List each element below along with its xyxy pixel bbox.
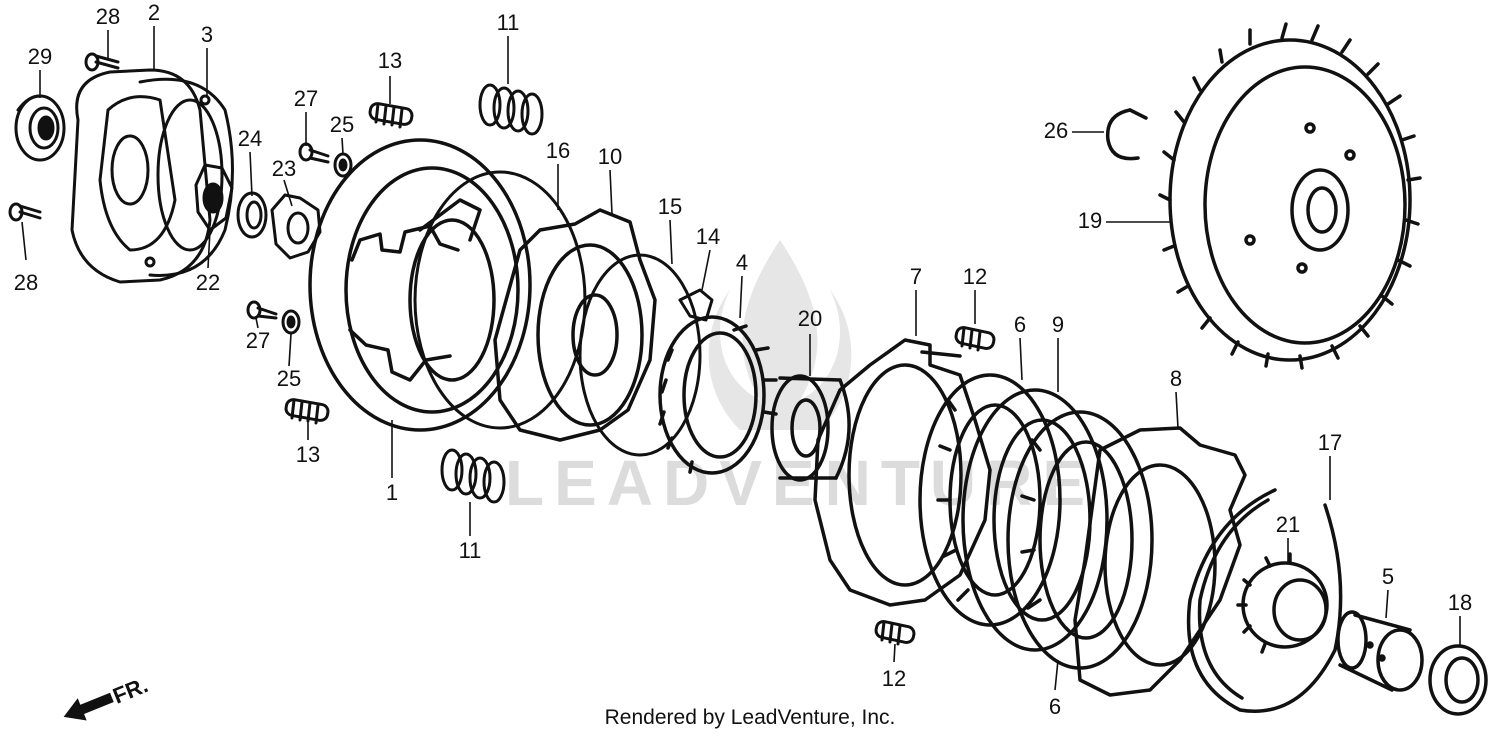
part-29-bearing[interactable] (14, 94, 66, 162)
callout-3: 3 (201, 22, 213, 47)
leader-lines (21, 26, 1461, 691)
callout-4: 4 (736, 250, 748, 275)
callout-14: 14 (696, 224, 720, 249)
callout-29: 29 (28, 44, 52, 69)
part-24-washer[interactable] (236, 191, 268, 239)
callout-21: 21 (1276, 512, 1300, 537)
part-26-circlip[interactable] (1105, 108, 1148, 161)
callout-23: 23 (272, 156, 296, 181)
part-14-clip[interactable] (678, 288, 714, 322)
callout-9: 9 (1052, 312, 1064, 337)
callout-12-upper: 12 (963, 264, 987, 289)
part-12-spring-lower[interactable] (874, 620, 916, 646)
part-15-ring[interactable] (578, 253, 702, 457)
callout-10: 10 (598, 144, 622, 169)
part-28-screw-upper[interactable] (84, 52, 120, 72)
callout-27-lower: 27 (246, 328, 270, 353)
callout-27-upper: 27 (294, 86, 318, 111)
part-21-gear[interactable] (1236, 552, 1329, 654)
callout-26: 26 (1044, 118, 1068, 143)
watermark-flame-logo (708, 240, 852, 430)
callout-11-upper: 11 (497, 10, 520, 35)
part-10-hub[interactable] (493, 208, 657, 442)
part-20-sleeve[interactable] (770, 374, 851, 482)
part-23-lock-washer[interactable] (270, 193, 322, 260)
callout-16: 16 (546, 138, 570, 163)
callout-5: 5 (1382, 564, 1394, 589)
part-19-driven-gear[interactable] (1158, 22, 1422, 370)
part-5-needle-bearing[interactable] (1336, 610, 1424, 692)
part-4-ring-gear[interactable] (658, 315, 778, 475)
callout-6-lower: 6 (1049, 694, 1061, 719)
part-27-bolt-lower[interactable] (246, 300, 278, 320)
callout-28-upper: 28 (96, 4, 120, 29)
callout-2: 2 (148, 0, 160, 25)
part-11-spring-upper[interactable] (478, 83, 544, 136)
part-28-screw-lower[interactable] (8, 202, 42, 222)
part-13-spring-upper[interactable] (368, 102, 414, 129)
part-25-washer-lower[interactable] (281, 309, 301, 335)
callout-19: 19 (1078, 208, 1102, 233)
callout-20: 20 (798, 306, 822, 331)
callout-11-lower: 11 (459, 538, 482, 563)
part-17-snap-ring[interactable] (1186, 488, 1343, 713)
part-22-nut[interactable] (194, 163, 234, 232)
callout-6-upper: 6 (1014, 312, 1026, 337)
part-11-spring-lower[interactable] (440, 448, 506, 504)
callout-17: 17 (1318, 430, 1342, 455)
watermark-text: LEADVENTURE (505, 447, 1095, 519)
callout-22: 22 (196, 270, 220, 295)
front-direction-label: FR. (109, 672, 151, 708)
callout-15: 15 (658, 194, 682, 219)
part-2-cover[interactable] (70, 68, 212, 284)
callout-25-upper: 25 (330, 112, 354, 137)
callout-13-upper: 13 (378, 48, 402, 73)
callout-25-lower: 25 (277, 366, 301, 391)
callout-8: 8 (1170, 366, 1182, 391)
callout-1: 1 (386, 480, 398, 505)
callout-12-lower: 12 (882, 666, 906, 691)
part-13-spring-lower[interactable] (284, 398, 330, 425)
part-3-plate[interactable] (138, 77, 234, 277)
part-8-plate[interactable] (1073, 426, 1247, 697)
callout-24: 24 (238, 126, 262, 151)
part-1-clutch-outer[interactable] (308, 138, 532, 432)
callout-13-lower: 13 (296, 442, 320, 467)
part-18-seal[interactable] (1428, 644, 1488, 716)
callout-7: 7 (910, 264, 922, 289)
callout-labels: 28 2 3 29 28 22 24 23 27 25 13 11 16 10 … (14, 0, 1472, 719)
part-27-bolt-upper[interactable] (298, 142, 330, 164)
callout-18: 18 (1448, 590, 1472, 615)
footer-credit: Rendered by LeadVenture, Inc. (604, 706, 896, 729)
callout-28-lower: 28 (14, 270, 38, 295)
part-6-friction-disc-a[interactable] (918, 373, 1062, 627)
part-12-spring-upper[interactable] (954, 326, 996, 352)
part-7-pressure-plate[interactable] (813, 338, 992, 607)
